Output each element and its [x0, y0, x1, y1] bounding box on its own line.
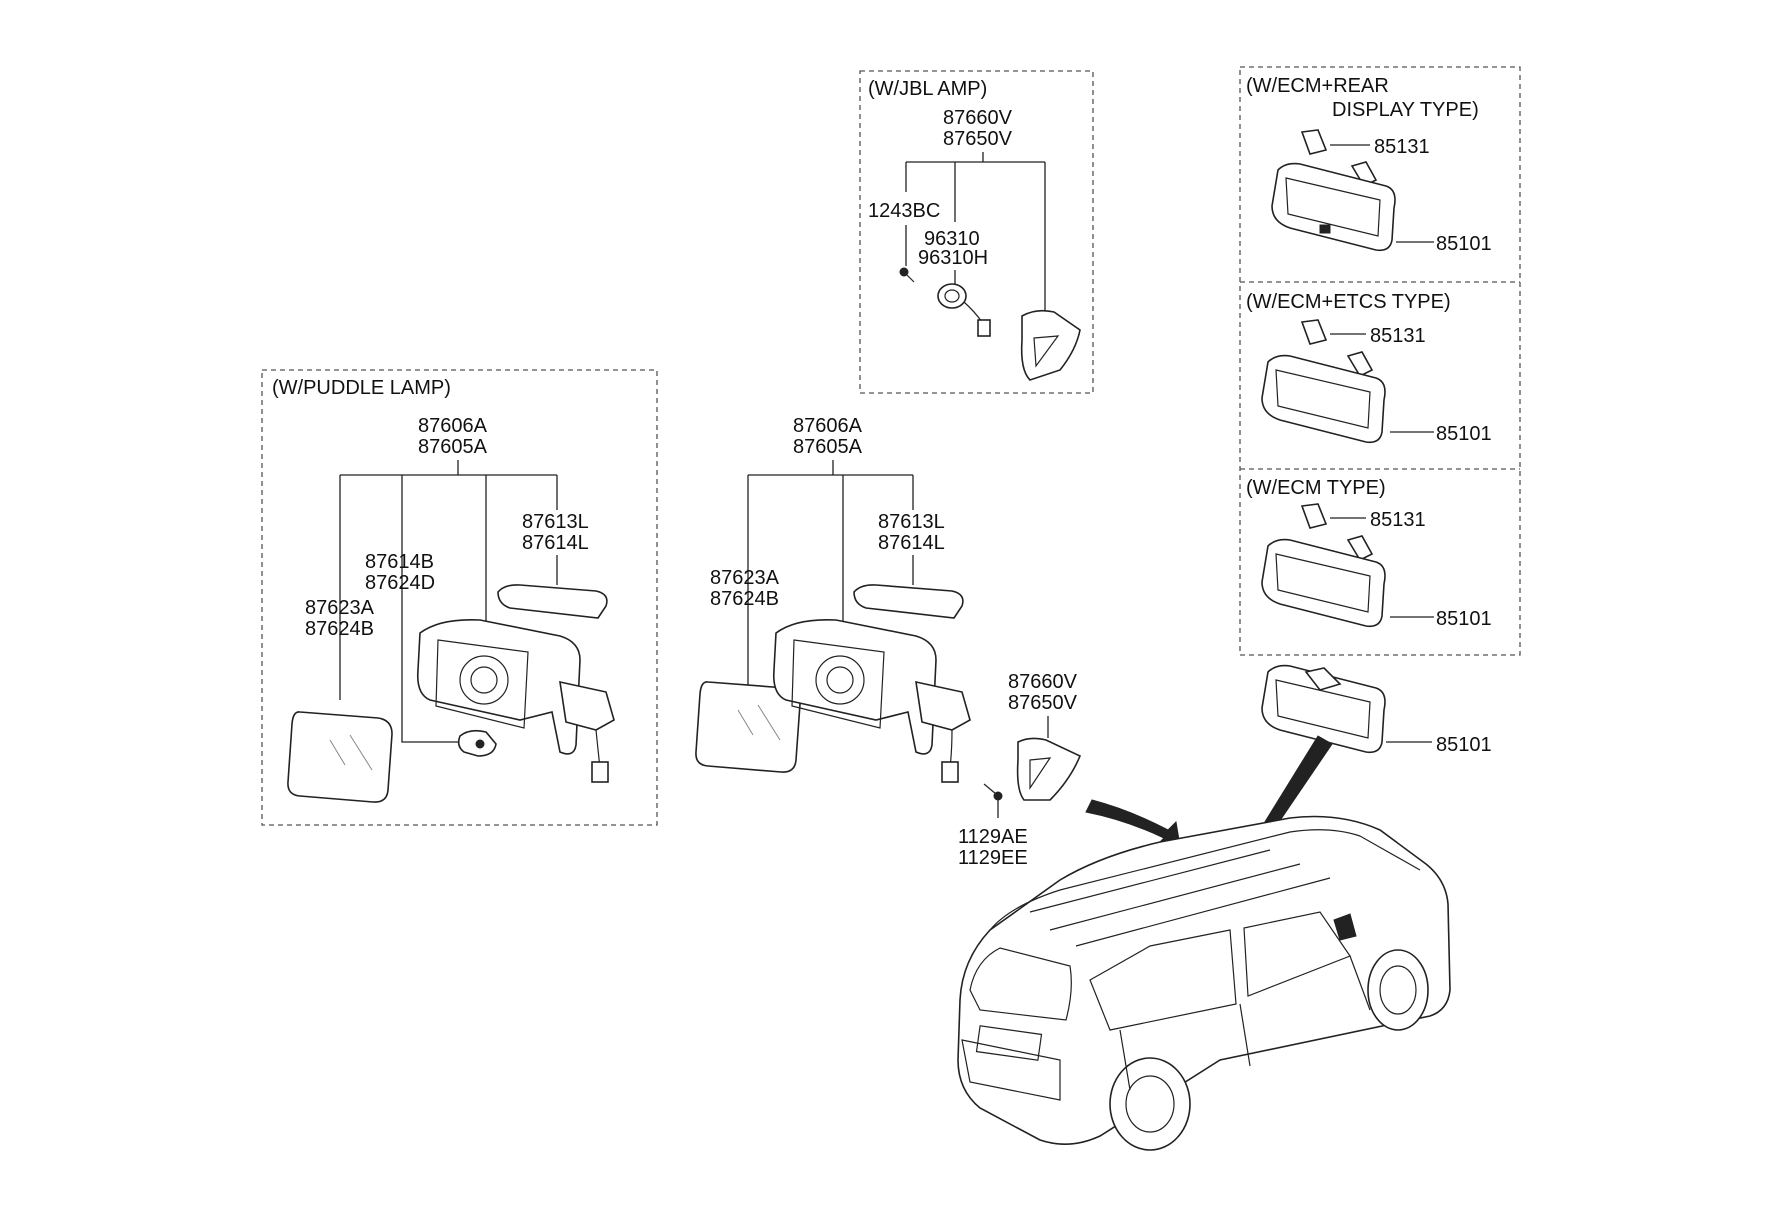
puddle-glass-code-1: 87623A	[305, 597, 375, 619]
puddle-lamp-group: (W/PUDDLE LAMP) 87606A 87605A 87613L 876…	[261, 369, 658, 826]
jbl-leader-lines	[905, 152, 1046, 312]
vehicle-side-window-1	[1089, 929, 1237, 1031]
jbl-screw-code: 1243BC	[868, 200, 940, 222]
puddle-lamp-code-2: 87624D	[365, 572, 435, 594]
puddle-mirror-bracket	[559, 680, 615, 731]
std-cover-code-1: 87613L	[878, 511, 945, 533]
vehicle-illustration	[957, 815, 1451, 1151]
std-assembly-code-1: 87606A	[793, 415, 863, 437]
basic-inside-mirror	[1261, 664, 1386, 754]
ecm-etcs-mirror-code: 85101	[1436, 423, 1492, 445]
ecm-mirror-code: 85101	[1436, 608, 1492, 630]
ecm-mirror	[1261, 538, 1386, 628]
ecm-rear-title-1: (W/ECM+REAR	[1246, 75, 1389, 97]
puddle-cover-strip	[497, 584, 608, 619]
puddle-mirror-housing	[416, 618, 581, 755]
basic-mirror-group: 85101	[1261, 664, 1492, 756]
std-glass-code-2: 87624B	[710, 588, 779, 610]
vehicle-roof-rails	[1029, 849, 1331, 947]
std-actuator	[815, 655, 865, 705]
std-assembly-code-2: 87605A	[793, 436, 863, 458]
puddle-connector	[591, 761, 609, 783]
vehicle-roof	[989, 829, 1421, 931]
ecm-group: (W/ECM TYPE) 85131 85101	[1246, 477, 1492, 630]
ecm-cover	[1300, 503, 1328, 529]
jbl-speaker	[937, 283, 967, 309]
ecm-etcs-title: (W/ECM+ETCS TYPE)	[1246, 291, 1451, 313]
std-glass-code-1: 87623A	[710, 567, 780, 589]
jbl-amp-box	[859, 70, 1094, 394]
std-cover-strip	[853, 584, 964, 619]
jbl-amp-title: (W/JBL AMP)	[868, 78, 987, 100]
std-garnish-code-2: 87650V	[1008, 692, 1078, 714]
vehicle-rear-bumper	[961, 1039, 1061, 1101]
ecm-title: (W/ECM TYPE)	[1246, 477, 1386, 499]
jbl-amp-group: (W/JBL AMP) 87660V 87650V 1243BC 96310 9…	[859, 70, 1094, 394]
puddle-lamp-box	[261, 369, 658, 826]
std-mirror-housing	[772, 618, 937, 755]
puddle-actuator	[459, 655, 509, 705]
vehicle-front-wheel	[1367, 949, 1429, 1031]
jbl-speaker-code-1: 96310	[924, 228, 980, 250]
std-garnish	[1016, 737, 1082, 801]
basic-mirror-mount	[1304, 667, 1342, 691]
std-screw	[983, 783, 997, 795]
vehicle-license-plate	[975, 1025, 1043, 1061]
puddle-lamp-title: (W/PUDDLE LAMP)	[272, 377, 451, 399]
std-cover-code-2: 87614L	[878, 532, 945, 554]
ecm-etcs-cover-code: 85131	[1370, 325, 1426, 347]
puddle-assembly-code-2: 87605A	[418, 436, 488, 458]
jbl-speaker-code-2: 96310H	[918, 247, 988, 269]
std-screw-code-1: 1129AE	[958, 826, 1028, 848]
std-screw-code-2: 1129EE	[958, 847, 1028, 869]
ecm-groups: (W/ECM+REAR DISPLAY TYPE) 85131 85101 (W…	[1239, 66, 1521, 656]
jbl-assembly-code-2: 87650V	[943, 128, 1013, 150]
ecm-cover-code: 85131	[1370, 509, 1426, 531]
ecm-outer-box	[1239, 66, 1521, 656]
puddle-assembly-code-1: 87606A	[418, 415, 488, 437]
ecm-rear-cover-code: 85131	[1374, 136, 1430, 158]
std-garnish-code-1: 87660V	[1008, 671, 1078, 693]
ecm-rear-cover	[1300, 129, 1328, 155]
puddle-lamp-code-1: 87614B	[365, 551, 434, 573]
ecm-rear-mirror-code: 85101	[1436, 233, 1492, 255]
vehicle-side-mirror	[1333, 913, 1357, 941]
basic-mirror-code: 85101	[1436, 734, 1492, 756]
ecm-etcs-cover	[1300, 319, 1328, 345]
ecm-rear-title-2: DISPLAY TYPE)	[1332, 99, 1479, 121]
ecm-rear-mirror	[1271, 162, 1396, 252]
puddle-glass-code-2: 87624B	[305, 618, 374, 640]
std-connector	[941, 761, 959, 783]
puddle-cover-code-2: 87614L	[522, 532, 589, 554]
vehicle-rear-window	[969, 947, 1072, 1021]
ecm-rear-display-group: (W/ECM+REAR DISPLAY TYPE) 85131 85101	[1246, 75, 1492, 255]
jbl-assembly-code-1: 87660V	[943, 107, 1013, 129]
puddle-cover-code-1: 87613L	[522, 511, 589, 533]
std-leader-lines	[747, 460, 914, 690]
vehicle-rear-wheel	[1109, 1057, 1191, 1151]
standard-mirror-group: 87606A 87605A 87613L 87614L 87623A 87624…	[695, 415, 1082, 869]
ecm-etcs-mirror	[1261, 354, 1386, 444]
ecm-etcs-group: (W/ECM+ETCS TYPE) 85131 85101	[1246, 291, 1492, 445]
puddle-leader-lines	[339, 460, 558, 743]
vehicle-door-lines	[1119, 955, 1371, 1091]
side-mirror-pointer	[1085, 799, 1181, 847]
std-mirror-bracket	[915, 680, 971, 731]
